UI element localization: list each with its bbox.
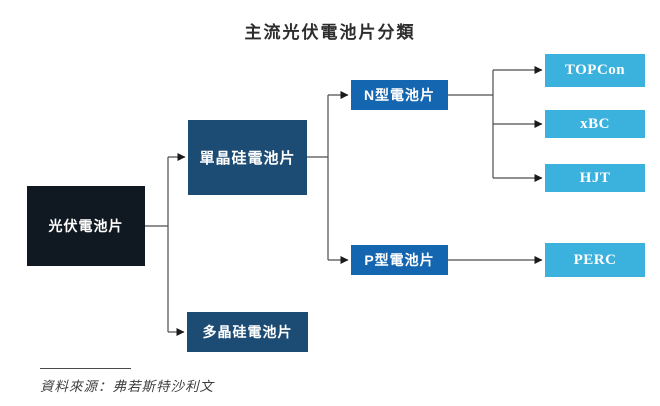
node-hjt: HJT <box>545 164 645 192</box>
node-pv-cell: 光伏電池片 <box>27 186 145 266</box>
node-poly-silicon: 多晶硅電池片 <box>187 312 308 352</box>
diagram-title: 主流光伏電池片分類 <box>244 23 416 42</box>
source-note: 資料來源：弗若斯特沙利文 <box>40 368 360 395</box>
node-n-type: N型電池片 <box>351 80 448 110</box>
node-p-type: P型電池片 <box>351 245 448 275</box>
node-perc: PERC <box>545 243 645 277</box>
edge-ntype-trunk <box>448 70 494 178</box>
source-divider <box>40 368 131 369</box>
edge-mono-trunk <box>307 95 329 260</box>
node-mono-silicon: 單晶硅電池片 <box>188 120 307 195</box>
edge-root-trunk <box>145 157 169 332</box>
node-topcon: TOPCon <box>545 54 645 87</box>
node-xbc: xBC <box>545 110 645 138</box>
source-text: 資料來源：弗若斯特沙利文 <box>40 379 214 394</box>
